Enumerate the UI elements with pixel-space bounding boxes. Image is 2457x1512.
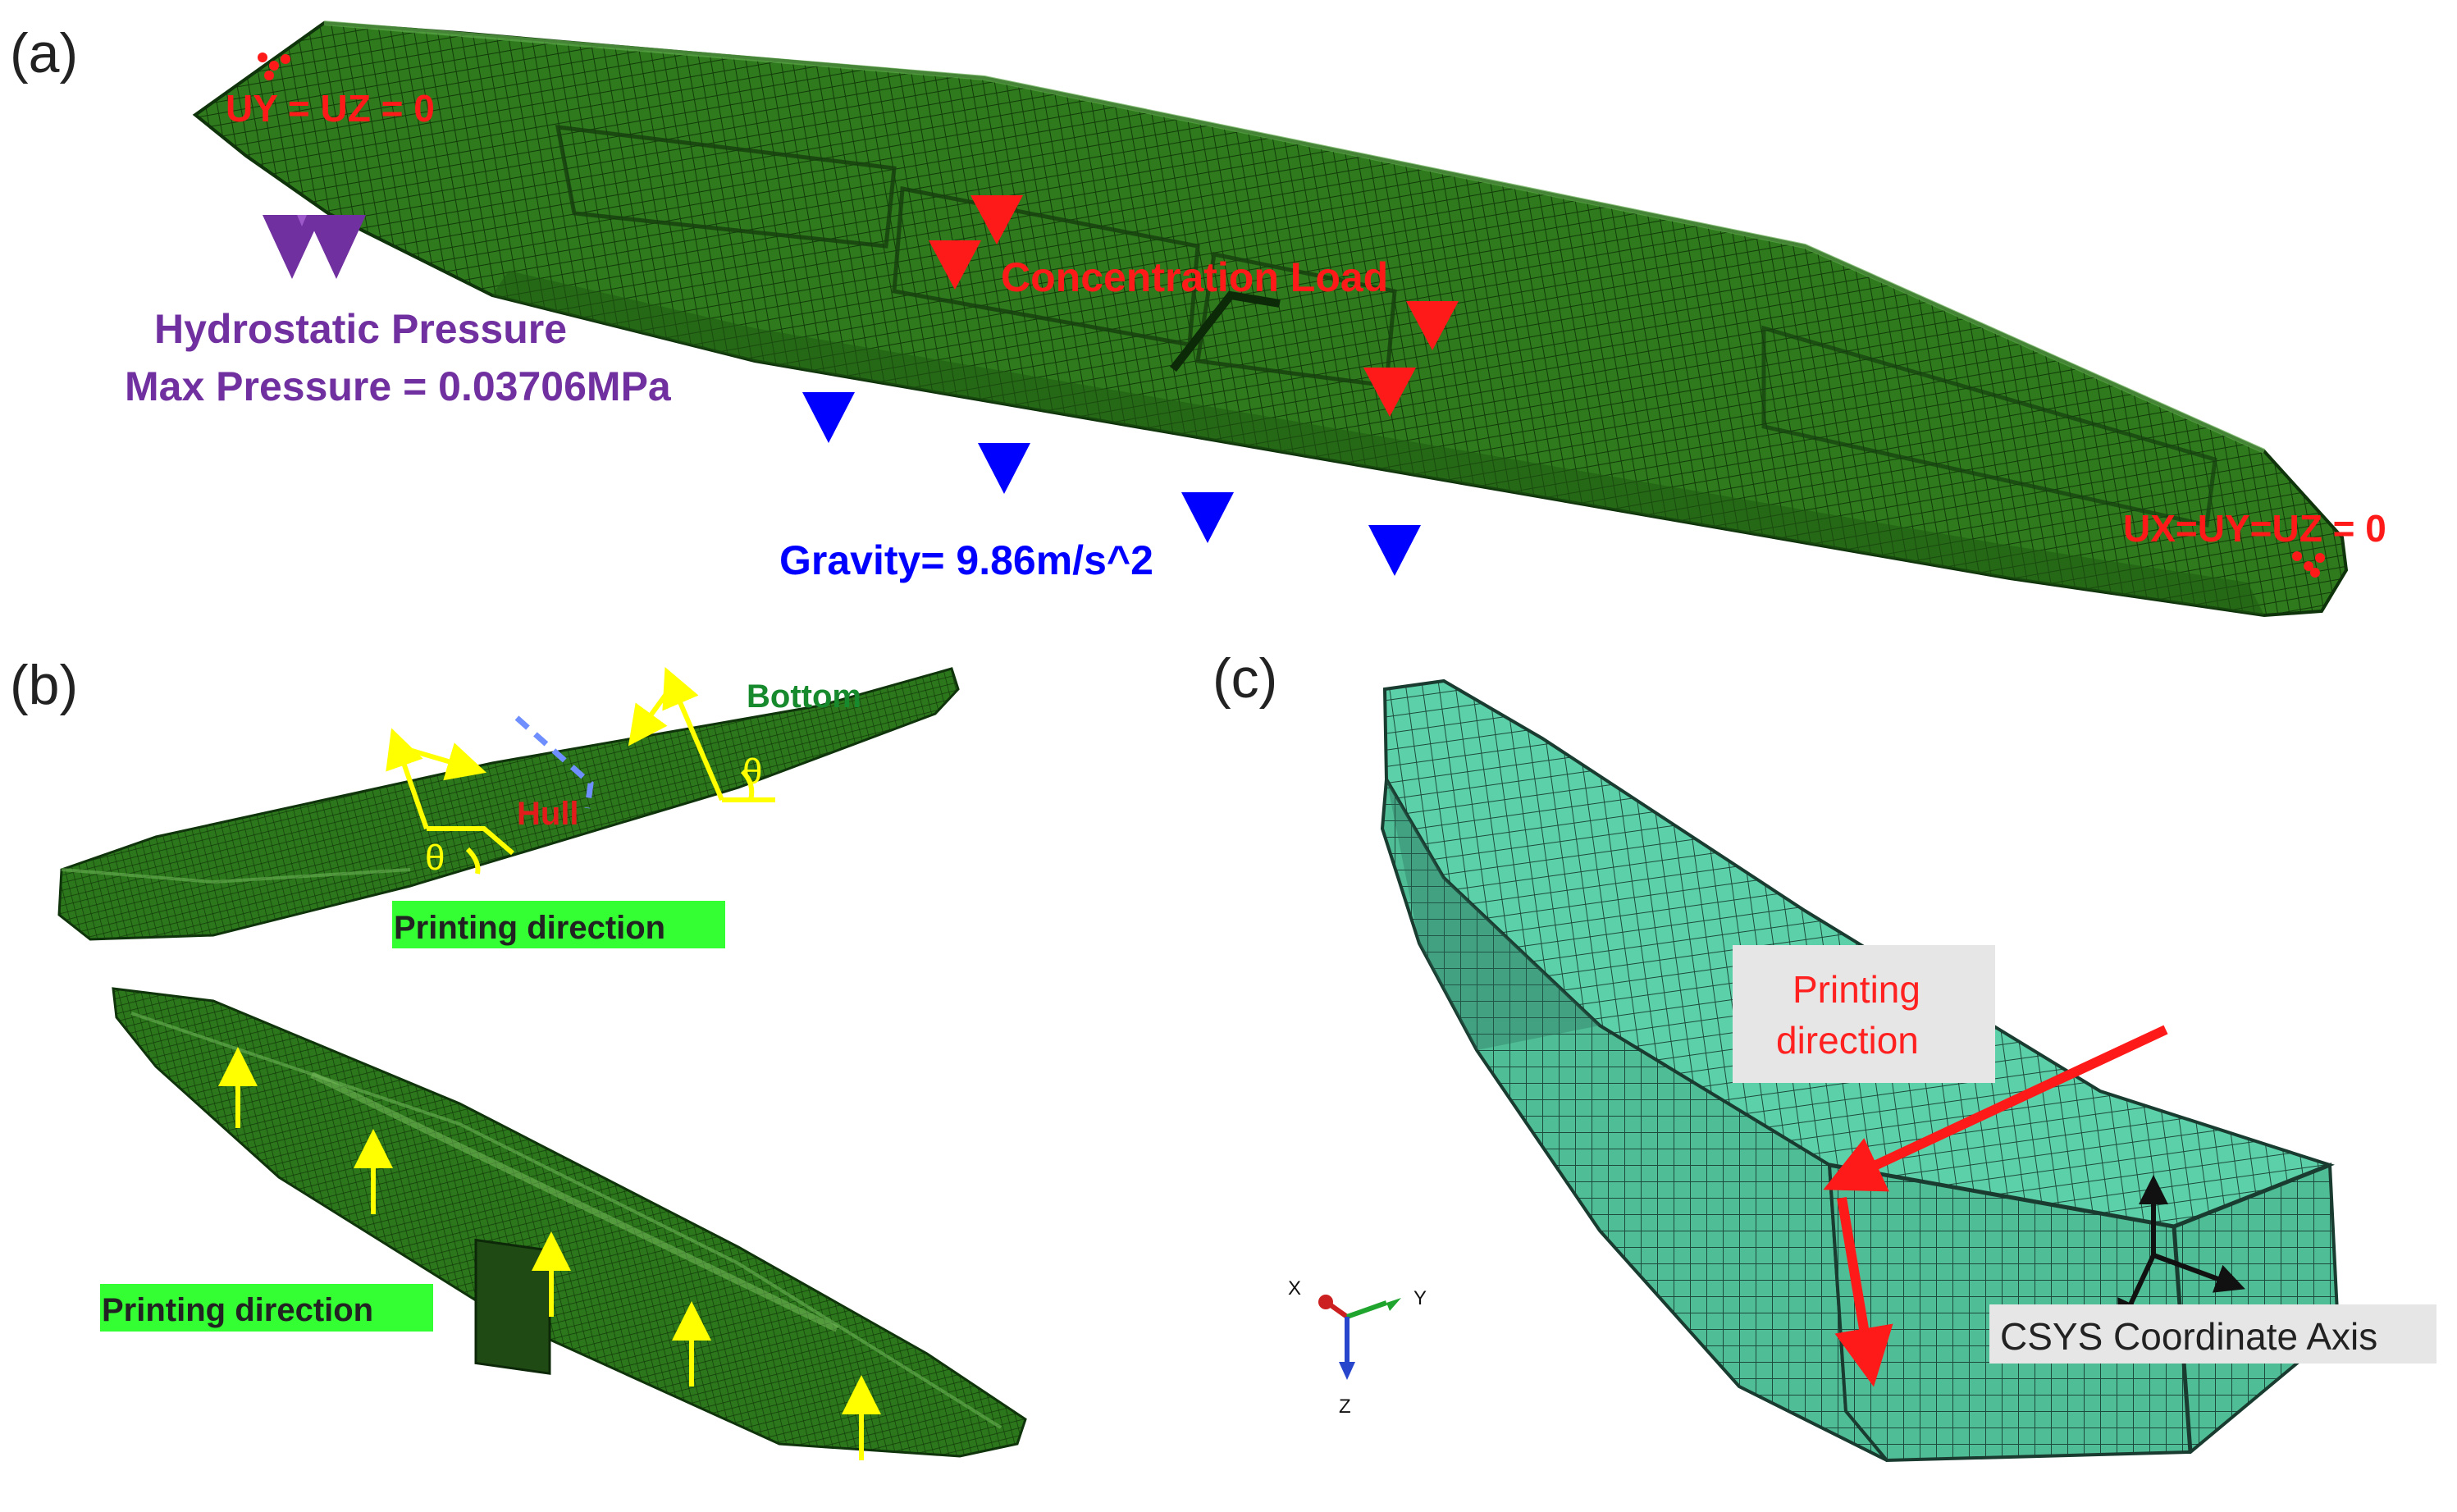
theta-label-right: θ: [742, 751, 762, 792]
axis-z-label: Z: [1339, 1396, 1351, 1418]
printing-direction-box-c: [1733, 945, 1995, 1083]
printing-label-line2: direction: [1776, 1019, 1919, 1062]
panel-a-letter: (a): [10, 22, 78, 85]
printing-direction-label-top: Printing direction: [394, 910, 665, 946]
bottom-label: Bottom: [747, 678, 861, 715]
theta-label-left: θ: [425, 838, 445, 878]
global-axis-triad: X Y Z: [1288, 1277, 1427, 1418]
printing-label-line1: Printing: [1793, 968, 1920, 1011]
printing-direction-badge-bottom: [100, 1284, 433, 1332]
hull-model-a: [192, 21, 2349, 618]
concentration-load-label: Concentration Load: [1001, 254, 1388, 300]
hull-model-b-bottom: [112, 987, 1027, 1460]
max-pressure-label: Max Pressure = 0.03706MPa: [125, 363, 672, 409]
panel-c: (c) Printing direction C: [1213, 647, 2436, 1463]
panel-b-letter: (b): [10, 654, 78, 716]
panel-b: (b) Bottom Hull θ θ Printing directio: [10, 654, 1027, 1460]
bc-marker-right: [2292, 551, 2325, 578]
printing-direction-arrows-c: [1823, 1025, 2168, 1387]
printing-direction-badge-top: [392, 901, 725, 948]
bc-right-label: UX=UY=UZ = 0: [2123, 507, 2386, 550]
panel-c-letter: (c): [1213, 647, 1277, 710]
bc-marker-left: [258, 53, 290, 80]
bc-left-label: UY = UZ = 0: [226, 87, 435, 130]
fiber-angle-arrows: [386, 666, 775, 875]
hydrostatic-pressure-arrows: [263, 215, 366, 279]
gravity-label: Gravity= 9.86m/s^2: [779, 537, 1153, 583]
axis-x-label: X: [1288, 1277, 1301, 1300]
hull-model-b-top: [57, 666, 960, 941]
hull-label: Hull: [517, 796, 579, 832]
panel-a: (a) UY = UZ = 0: [10, 21, 2386, 618]
concentration-load-arrows: [929, 195, 1459, 417]
hydrostatic-pressure-label: Hydrostatic Pressure: [154, 306, 567, 352]
gravity-arrows: [802, 392, 1421, 576]
csys-label-box: [1989, 1304, 2436, 1364]
csys-label: CSYS Coordinate Axis: [2000, 1315, 2377, 1358]
printing-direction-label-bottom: Printing direction: [102, 1292, 373, 1328]
printing-arrows-vertical: [218, 1047, 881, 1460]
axis-y-label: Y: [1413, 1287, 1427, 1309]
